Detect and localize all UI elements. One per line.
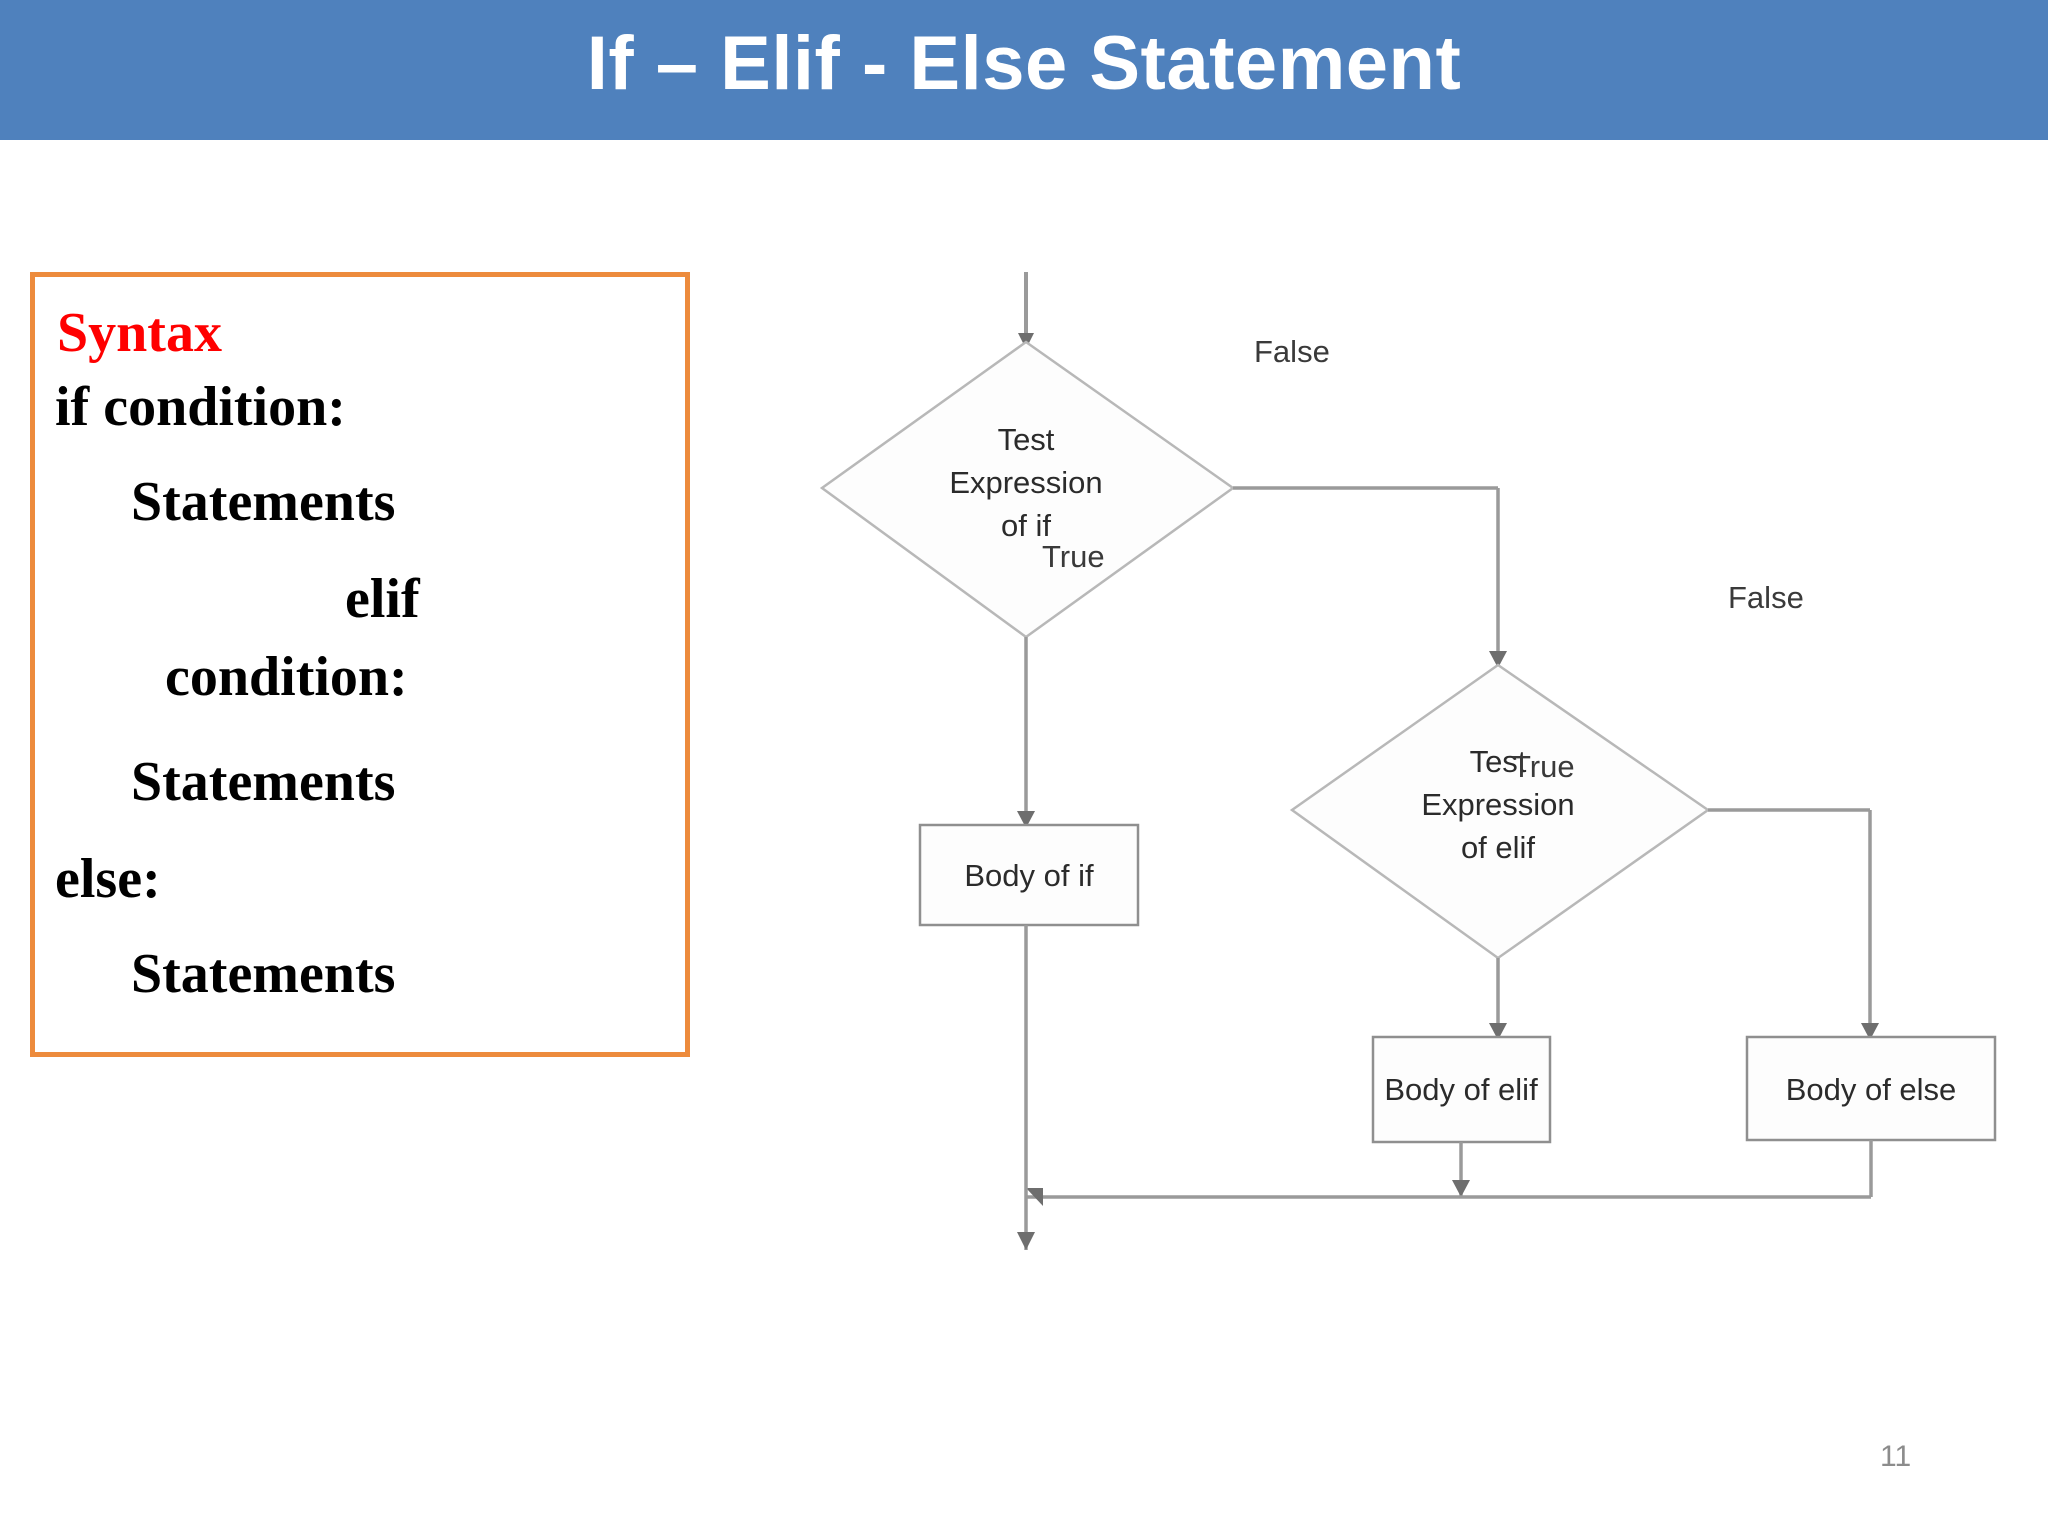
decision-if-label-line3: of if xyxy=(1001,508,1051,543)
syntax-line-elif: elif xyxy=(345,568,420,630)
decision-if-label-line2: Expression xyxy=(949,465,1102,500)
decision-elif-label-line2: Expression xyxy=(1421,787,1574,822)
arrowhead-elif-true-icon xyxy=(1489,1023,1507,1040)
syntax-line-else: else: xyxy=(55,848,161,910)
syntax-box: Syntax if condition: Statements elif con… xyxy=(30,272,690,1057)
process-body-of-elif xyxy=(1371,1035,1552,1144)
syntax-line-if-condition: if condition: xyxy=(55,376,346,438)
slide-header-band: If – Elif - Else Statement xyxy=(0,0,2048,140)
edge-label-if-false: False xyxy=(1254,334,1330,369)
process-body-of-else xyxy=(1745,1035,1997,1142)
edge-label-elif-true: True xyxy=(1512,749,1575,784)
arrowhead-body-elif-exit-icon xyxy=(1452,1180,1470,1197)
process-body-of-if xyxy=(918,823,1140,927)
process-body-of-else-label: Body of else xyxy=(1786,1072,1957,1107)
syntax-line-elif-condition: condition: xyxy=(165,646,408,708)
decision-if-label-line1: Test xyxy=(998,422,1055,457)
syntax-line-else-statements: Statements xyxy=(131,943,396,1005)
process-body-of-if-label: Body of if xyxy=(964,858,1094,893)
arrowhead-merge-icon xyxy=(1026,1188,1043,1206)
decision-elif-label-line1: Test xyxy=(1470,744,1527,779)
arrowhead-if-false-icon xyxy=(1489,651,1507,668)
page-title: If – Elif - Else Statement xyxy=(586,21,1462,106)
flowchart-diagram: Test Expression of if False True Body of… xyxy=(760,250,2048,1280)
syntax-line-elif-statements: Statements xyxy=(131,751,396,813)
arrowhead-elif-false-icon xyxy=(1861,1023,1879,1040)
process-body-of-elif-label: Body of elif xyxy=(1384,1072,1538,1107)
arrowhead-exit-icon xyxy=(1017,1232,1035,1250)
syntax-heading: Syntax xyxy=(57,302,222,364)
flowchart-svg: Test Expression of if False True Body of… xyxy=(819,272,1997,1250)
edge-label-elif-false: False xyxy=(1728,580,1804,615)
syntax-line-if-statements: Statements xyxy=(131,471,396,533)
edge-label-if-true: True xyxy=(1042,539,1105,574)
page-number: 11 xyxy=(1880,1440,1912,1473)
arrowhead-if-true-icon xyxy=(1017,811,1035,828)
decision-elif-label-line3: of elif xyxy=(1461,830,1535,865)
